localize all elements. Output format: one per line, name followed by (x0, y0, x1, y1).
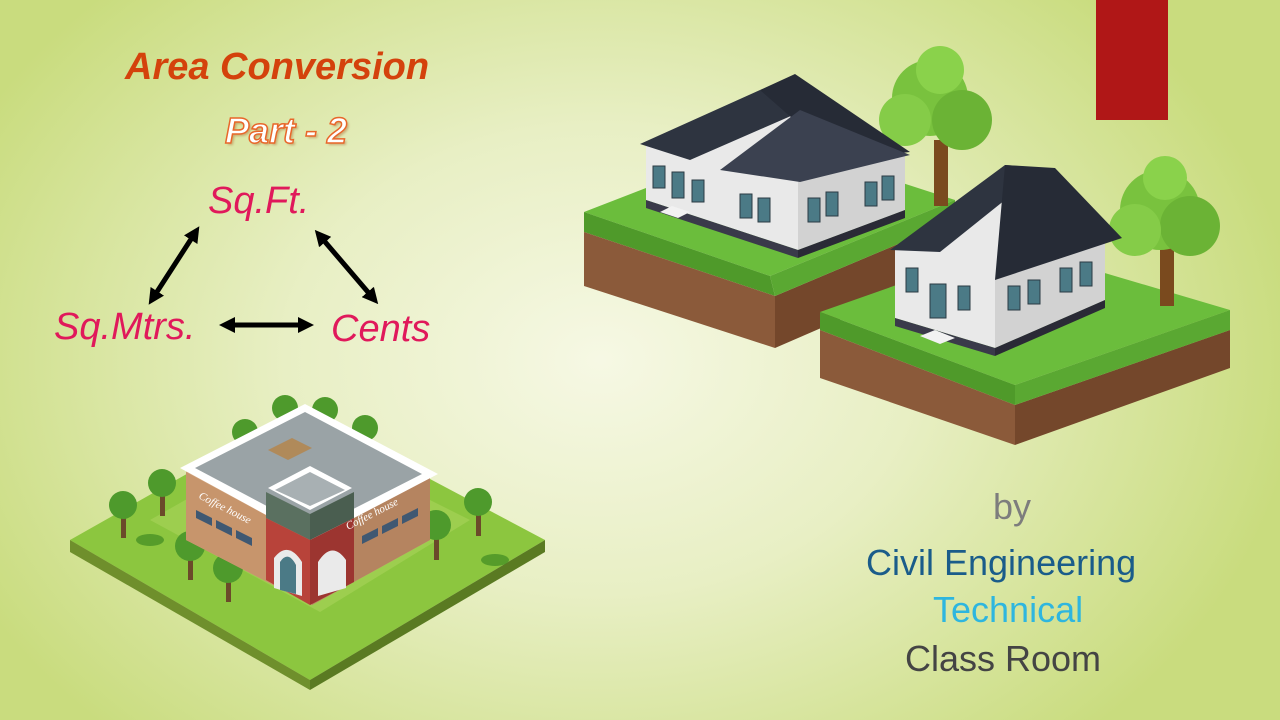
arrow-sqft-sqmtrs (148, 226, 200, 305)
two-houses-illustration (584, 46, 1230, 445)
credit-channel-line2: Technical (933, 589, 1084, 630)
coffee-house-illustration: Coffee house Coffee house (70, 395, 545, 690)
unit-cents-label: Cents (331, 308, 431, 350)
slide-title: Area Conversion (125, 46, 430, 88)
credit-channel-line3: Class Room (905, 638, 1102, 679)
credit-by-label: by (993, 486, 1032, 527)
accent-bar (1096, 0, 1168, 120)
arrow-sqft-cents (314, 229, 379, 305)
unit-sqft-label: Sq.Ft. (208, 180, 310, 222)
slide-subtitle: Part - 2 (224, 109, 348, 152)
unit-sqmtrs-label: Sq.Mtrs. (54, 306, 196, 348)
credit-channel-line1: Civil Engineering (866, 542, 1137, 583)
